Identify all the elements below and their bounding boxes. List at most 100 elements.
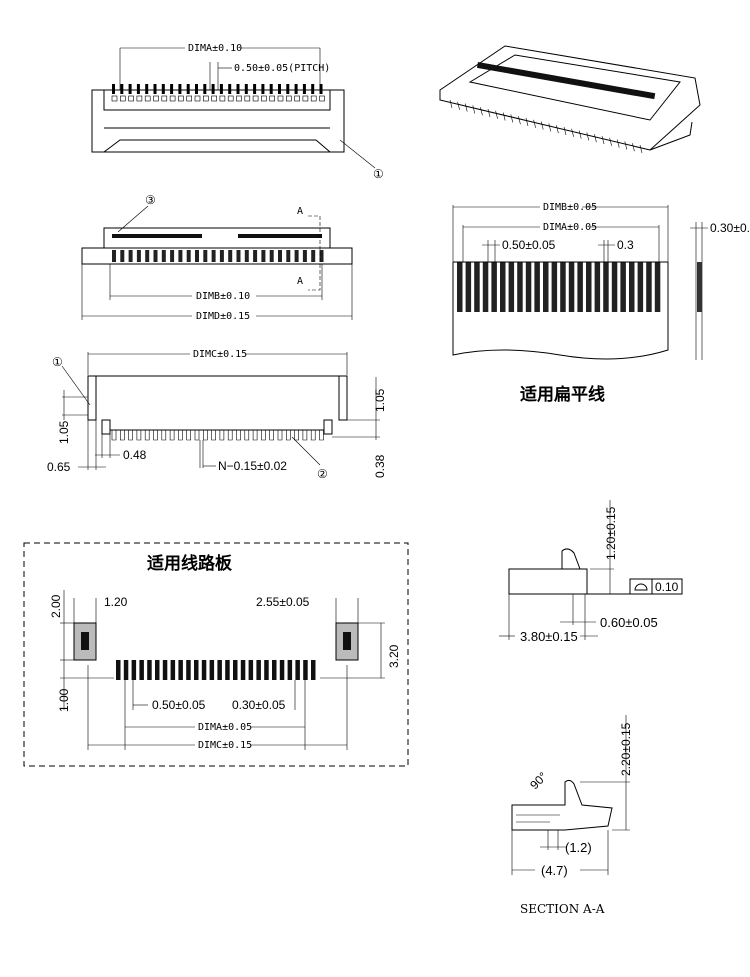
fpc-dim-b: DIMB±0.05 <box>543 202 597 213</box>
contact-lead <box>161 430 167 441</box>
pcb-pad-width: 0.30±0.05 <box>232 698 286 712</box>
contact-pin <box>136 250 141 262</box>
contact-pin <box>319 250 324 262</box>
contact-pin <box>170 84 174 94</box>
fpc-conductor <box>508 262 515 312</box>
contact-lead <box>144 430 150 441</box>
contact-pin <box>253 84 257 94</box>
fpc-view: DIMB±0.05 DIMA±0.05 0.50±0.05 0.3 0.30±0… <box>452 202 750 405</box>
side-height: 1.20±0.15 <box>604 506 618 560</box>
contact-window <box>319 95 325 102</box>
contact-lead <box>136 430 142 441</box>
contact-pin <box>253 250 258 262</box>
contact-window <box>144 95 151 102</box>
contact-pin <box>120 250 125 262</box>
contact-pin <box>472 105 476 114</box>
side-w060: 0.60±0.05 <box>600 615 658 630</box>
pcb-pad <box>116 660 121 680</box>
contact-lead <box>236 430 241 441</box>
fpc-conductor <box>577 262 583 312</box>
fpc-conductor <box>568 262 575 312</box>
contact-window <box>244 95 251 102</box>
pcb-pad <box>186 660 191 680</box>
contact-pin <box>236 84 240 94</box>
contact-window <box>261 95 267 102</box>
contact-pin <box>525 117 529 127</box>
pcb-pad <box>209 660 215 680</box>
pcb-pad <box>240 660 246 680</box>
pcb-pad <box>287 660 293 680</box>
fpc-conductor <box>491 262 497 312</box>
contact-window <box>194 95 201 102</box>
contact-pin <box>278 250 282 262</box>
contact-lead <box>302 430 308 441</box>
contact-pin <box>228 84 232 94</box>
contact-pin <box>624 141 628 150</box>
contact-lead <box>211 430 216 441</box>
front-view: ③ A A DIMB±0.10 DIMD±0.15 <box>81 193 353 322</box>
fpc-conductor <box>586 262 592 312</box>
contact-window <box>277 95 284 102</box>
contact-pin <box>145 84 149 94</box>
contact-pin <box>302 250 307 262</box>
fpc-conductor <box>560 262 566 312</box>
fpc-conductor <box>611 262 618 312</box>
contact-pin <box>540 121 544 130</box>
fpc-conductor <box>603 262 609 312</box>
pcb-pad <box>264 660 269 680</box>
dim-d-label: DIMD±0.15 <box>196 311 250 322</box>
pcb-pad <box>178 660 183 680</box>
contact-pin <box>639 144 643 154</box>
callout-3: ③ <box>145 193 156 207</box>
pcb-h100: 1.00 <box>57 688 71 712</box>
contact-pin <box>616 139 620 148</box>
fpc-conductor <box>543 262 549 312</box>
contact-window <box>236 95 242 102</box>
pcb-dim-c: DIMC±0.15 <box>198 740 252 751</box>
contact-pin <box>495 110 498 119</box>
contact-pin <box>269 84 273 94</box>
contact-lead <box>252 430 258 441</box>
contact-window <box>128 95 134 102</box>
contact-pin <box>203 84 207 94</box>
contact-lead <box>261 430 266 441</box>
contact-pin <box>563 126 567 136</box>
contact-pin <box>502 112 506 121</box>
contact-pin <box>464 103 468 112</box>
top-view: DIMA±0.10 0.50±0.05(PITCH) ① <box>91 43 384 181</box>
contact-lead <box>294 430 299 441</box>
fpc-conductor <box>474 262 480 312</box>
contact-lead <box>277 430 283 441</box>
pcb-pad <box>201 660 207 680</box>
fpc-conductor <box>620 262 626 312</box>
contact-pin <box>178 84 182 94</box>
contact-pin <box>278 84 281 94</box>
dim-a-label: DIMA±0.10 <box>188 43 242 54</box>
section-a-a: 90° 2.20±0.15 (1.2) (4.7) SECTION A-A <box>511 715 633 916</box>
contact-window <box>178 95 184 102</box>
fpc-conductor <box>465 262 472 312</box>
pcb-pad <box>194 660 199 680</box>
contact-pin <box>244 250 249 262</box>
contact-pin <box>457 101 460 110</box>
contact-window <box>227 95 234 102</box>
section-mark-a-bottom: A <box>297 276 303 287</box>
contact-pin <box>319 84 323 94</box>
contact-window <box>211 95 217 102</box>
pin-width-label: N−0.15±0.02 <box>218 459 287 473</box>
contact-pin <box>548 123 552 132</box>
pcb-pad <box>147 660 152 680</box>
side-w380: 3.80±0.15 <box>520 629 578 644</box>
contact-window <box>111 95 118 102</box>
contact-pin <box>128 250 133 262</box>
contact-pin <box>186 84 190 94</box>
contact-pin <box>153 84 157 94</box>
contact-pin <box>112 250 116 262</box>
contact-window <box>302 95 309 102</box>
contact-pin <box>219 84 223 94</box>
contact-pin <box>261 250 266 262</box>
pcb-pad <box>311 660 316 680</box>
fpc-conductor <box>629 262 635 312</box>
w065: 0.65 <box>47 460 71 474</box>
